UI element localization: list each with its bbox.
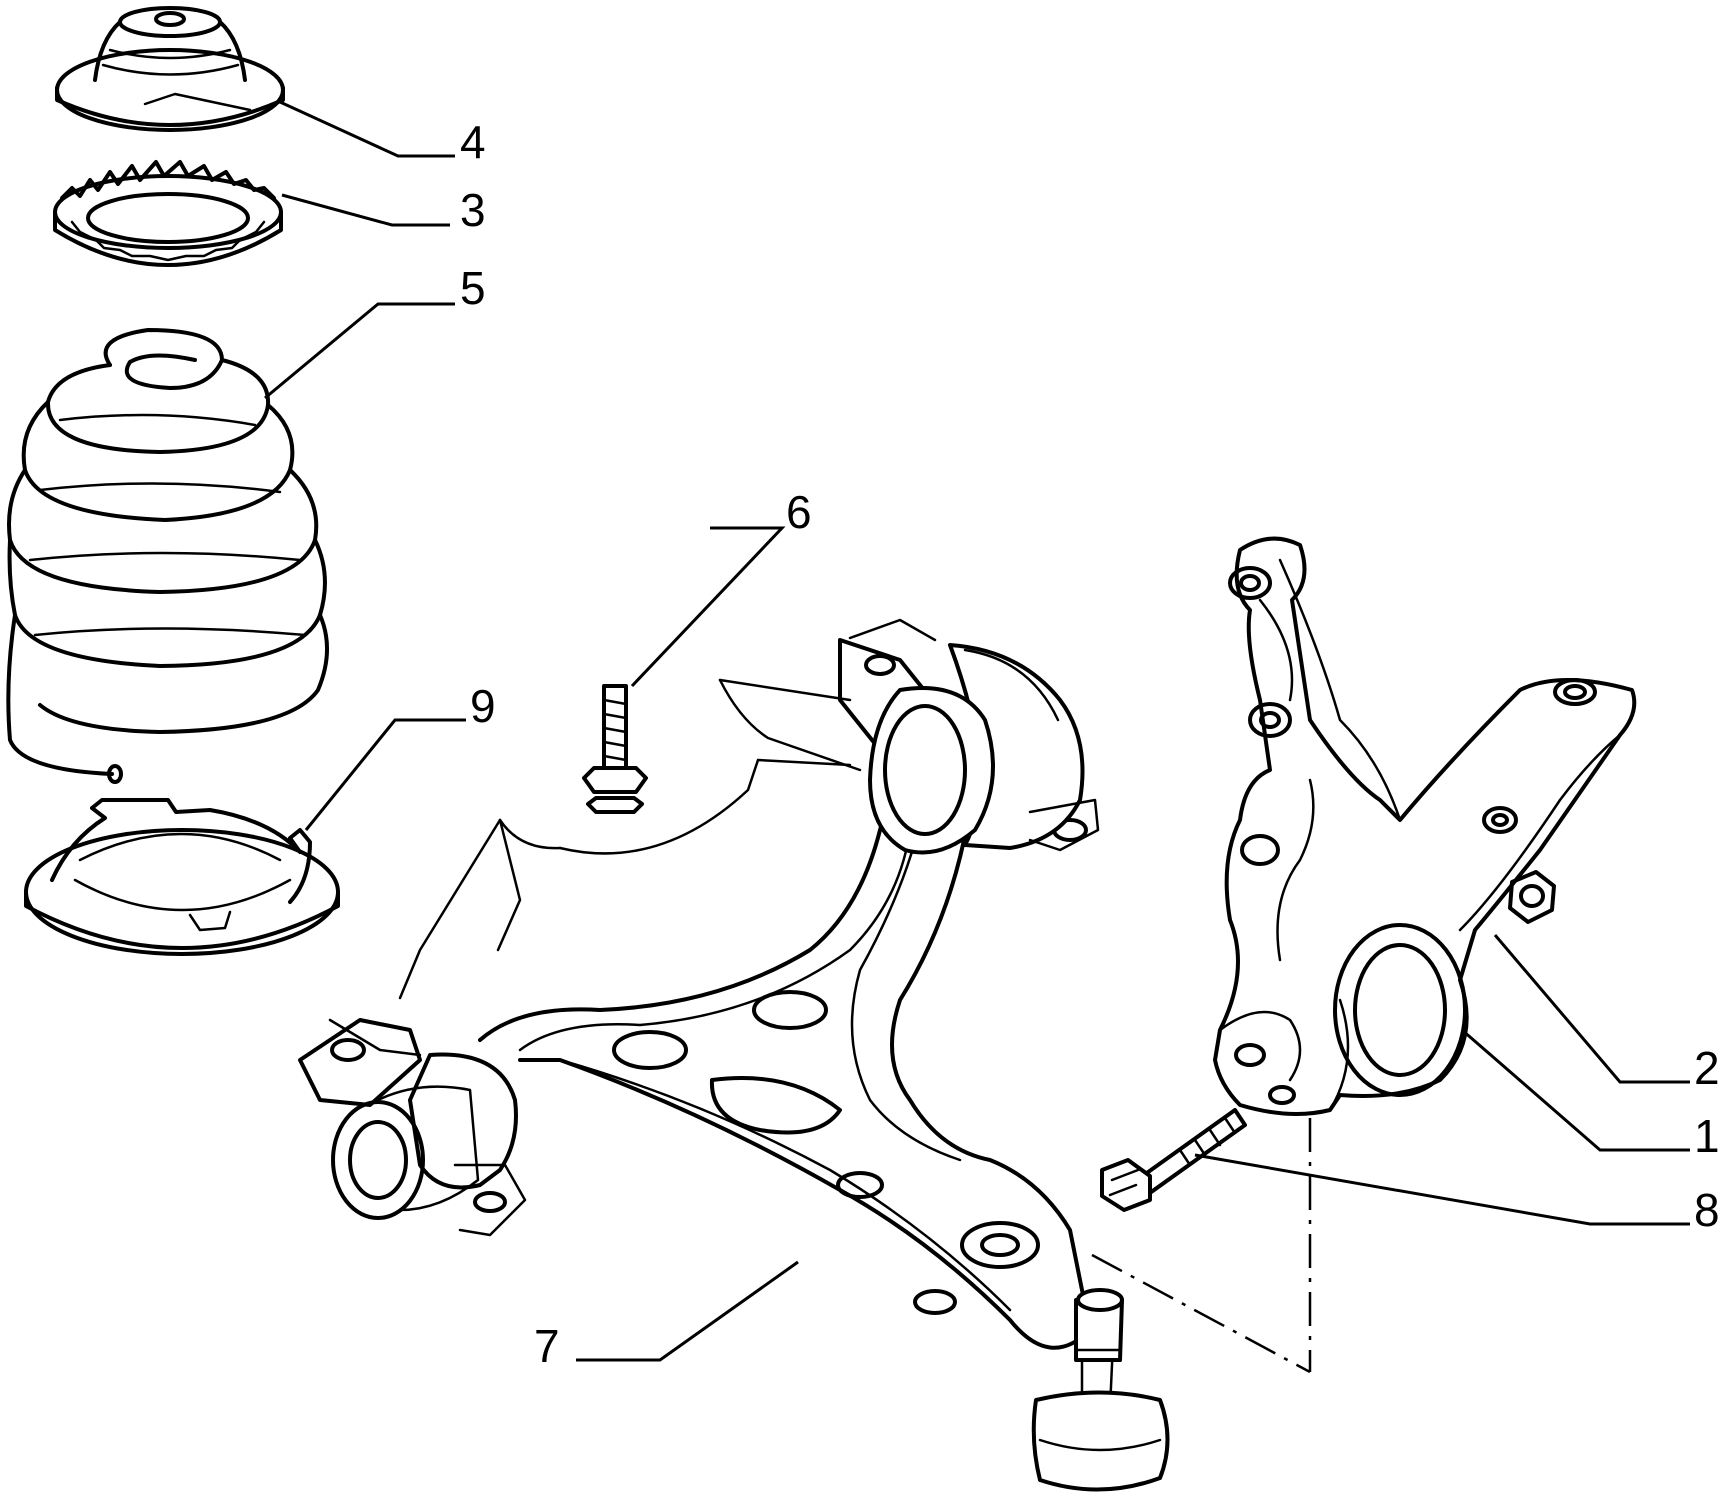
pinch-bolt (1100, 1108, 1247, 1212)
steering-knuckle (1213, 536, 1637, 1116)
callout-3: 3 (460, 184, 486, 236)
lower-control-arm (298, 618, 1170, 1492)
callout-7: 7 (534, 1320, 560, 1372)
coil-spring (6, 328, 330, 784)
strut-bearing (53, 160, 283, 267)
callout-8: 8 (1694, 1184, 1720, 1236)
callout-1: 1 (1694, 1110, 1720, 1162)
callouts: 4 3 5 6 9 2 1 8 7 (460, 116, 1720, 1372)
callout-6: 6 (786, 486, 812, 538)
assembly-centerlines (1091, 1118, 1312, 1374)
callout-5: 5 (460, 262, 486, 314)
bolt (582, 684, 648, 814)
callout-4: 4 (460, 116, 486, 168)
nut (1508, 870, 1556, 924)
lower-spring-seat (24, 798, 340, 956)
callout-2: 2 (1694, 1042, 1720, 1094)
strut-top-mount (55, 6, 285, 132)
callout-9: 9 (470, 680, 496, 732)
leader-lines (264, 100, 1690, 1362)
